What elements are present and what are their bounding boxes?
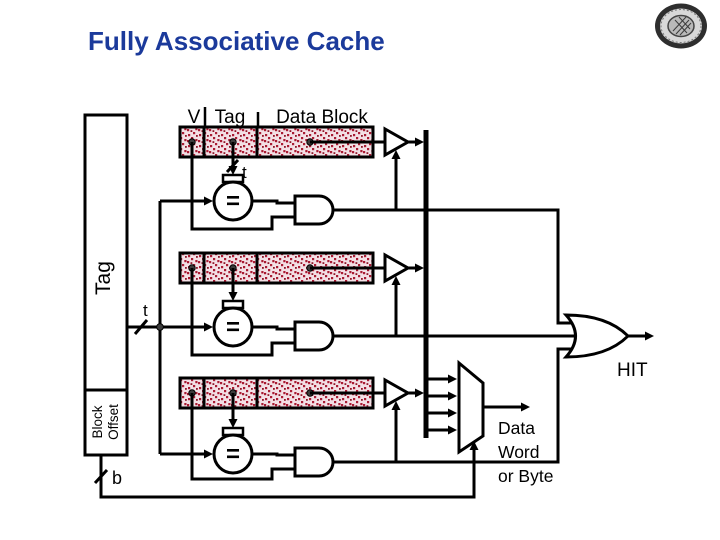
cache-entry-row-1: t = — [178, 125, 571, 325]
arrowhead — [448, 425, 457, 435]
tag-header-label: Tag — [215, 107, 246, 128]
or-gate — [562, 313, 631, 359]
block-offset-label-line1: Block — [90, 405, 105, 438]
arrowhead — [204, 322, 213, 332]
mux-output-label-line2: Word — [498, 442, 540, 462]
comparator-symbol: = — [226, 441, 240, 468]
block-offset-width-slash — [93, 468, 109, 485]
arrowhead — [645, 331, 654, 341]
comparator — [212, 433, 254, 475]
tag-width-label: t — [143, 301, 148, 320]
arrowhead — [391, 150, 401, 159]
page-title: Fully Associative Cache — [88, 26, 385, 56]
block-offset-wire: b — [93, 441, 479, 499]
cache-entry-row-3: = — [178, 347, 571, 481]
arrowhead — [448, 374, 457, 384]
data-block-header-label: Data Block — [276, 107, 368, 128]
and-gate — [293, 320, 335, 352]
arrowhead — [448, 391, 457, 401]
mux-output-label-line1: Data — [498, 418, 535, 438]
arrowhead — [204, 449, 213, 459]
block-offset-label-line2: Offset — [106, 404, 121, 440]
valid-header-label: V — [188, 107, 201, 128]
arrowhead — [391, 401, 401, 410]
arrowhead — [415, 263, 424, 273]
tristate-buffer — [383, 377, 412, 409]
seal-band-text-ring — [660, 9, 702, 43]
stored-tag-width-label: t — [242, 163, 247, 182]
university-seal-icon — [655, 3, 707, 49]
word-mux: Data Word or Byte — [428, 359, 553, 486]
and-gate — [293, 446, 335, 478]
comparator — [212, 180, 254, 222]
tristate-buffer — [383, 252, 412, 284]
arrowhead — [448, 408, 457, 418]
comparator — [212, 306, 254, 348]
comparator-symbol: = — [226, 188, 240, 215]
arrowhead — [228, 419, 238, 428]
row-wires — [190, 347, 571, 481]
and-gate — [293, 194, 335, 226]
arrowhead — [391, 276, 401, 285]
arrowhead — [415, 388, 424, 398]
row-wires — [190, 266, 577, 357]
cache-entry-row-2: = — [178, 251, 577, 357]
wire-junction-dot — [156, 323, 164, 331]
arrowhead — [415, 137, 424, 147]
tag-width-slash — [133, 319, 149, 335]
hit-label: HIT — [617, 360, 648, 381]
address-register-box — [83, 113, 129, 457]
arrowhead — [469, 441, 479, 450]
hit-logic: HIT — [562, 313, 654, 381]
address-register: Tag Block Offset — [83, 113, 129, 457]
seal-hatching — [672, 16, 692, 36]
mux-output-label-line3: or Byte — [498, 466, 553, 486]
comparator-symbol: = — [226, 314, 240, 341]
tristate-buffer — [383, 126, 412, 158]
arrowhead — [521, 402, 530, 412]
arrowhead — [228, 292, 238, 301]
block-offset-width-label: b — [112, 468, 122, 488]
arrowhead — [228, 166, 238, 175]
row-wires — [190, 140, 571, 325]
mux-input-taps — [428, 377, 451, 432]
tag-register-label: Tag — [92, 261, 115, 295]
mux-body — [457, 359, 485, 455]
arrowhead — [204, 196, 213, 206]
entry-header: V Tag Data Block — [188, 107, 368, 128]
